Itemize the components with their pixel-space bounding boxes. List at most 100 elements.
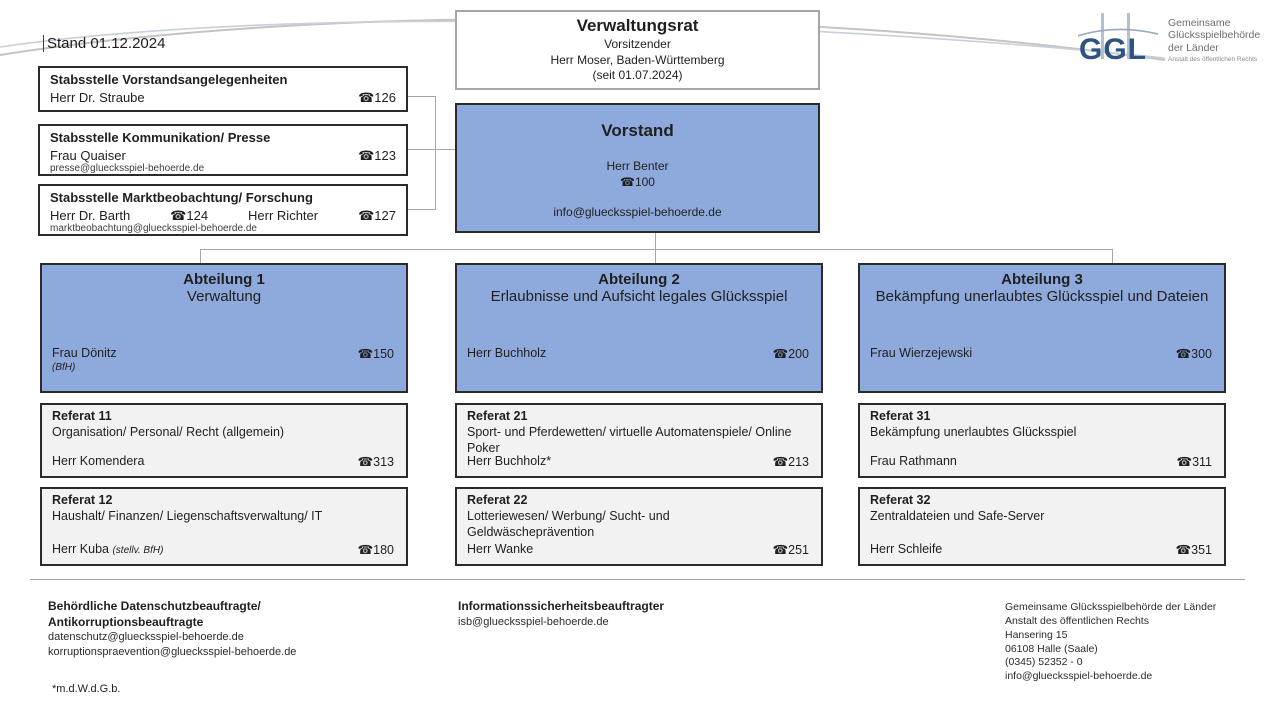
referat-description: Sport- und Pferdewetten/ virtuelle Autom… (467, 425, 792, 455)
referat-phone: ☎311 (1176, 454, 1212, 469)
referat-person: Herr Schleife (870, 542, 943, 556)
logo-name-line: Glücksspielbehörde (1168, 29, 1261, 42)
abteilung-person: Frau Dönitz (52, 346, 117, 360)
verwaltungsrat-box: Verwaltungsrat Vorsitzender Herr Moser, … (455, 10, 820, 90)
phone-number: 127 (374, 208, 396, 223)
abteilung-person: Herr Buchholz (467, 346, 547, 360)
stabsstelle-marktbeobachtung-forschung-box: Stabsstelle Marktbeobachtung/ Forschung … (38, 184, 408, 236)
phone-number: 300 (1191, 347, 1212, 361)
verwaltungsrat-line: Herr Moser, Baden-Württemberg (550, 52, 725, 67)
stabsstelle-person: Herr Dr. Straube (50, 90, 145, 105)
referat-phone: ☎213 (773, 454, 809, 469)
phone-number: 200 (788, 347, 809, 361)
abteilung-phone: ☎300 (1176, 346, 1212, 361)
referat-phone: ☎180 (358, 542, 394, 557)
referat-32-box: Referat 32 Zentraldateien und Safe-Serve… (858, 487, 1226, 566)
stabsstelle-phone: ☎123 (358, 148, 396, 164)
address-line: Anstalt des öffentlichen Rechts (1005, 614, 1149, 627)
ggl-logo-text: Gemeinsame Glücksspielbehörde der Länder… (1168, 13, 1260, 65)
abteilung-subtitle: Erlaubnisse und Aufsicht legales Glückss… (490, 288, 788, 305)
phone-number: 351 (1191, 543, 1212, 557)
abteilung-title: Abteilung 2 (598, 271, 680, 288)
vorstand-phone: ☎100 (457, 175, 818, 189)
footer-divider (30, 579, 1245, 580)
referat-title: Referat 11 (52, 409, 112, 423)
referat-description: Organisation/ Personal/ Recht (allgemein… (52, 425, 285, 439)
referat-person: Herr Wanke (467, 542, 534, 556)
referat-phone: ☎313 (358, 454, 394, 469)
referat-phone: ☎251 (773, 542, 809, 557)
phone-icon: ☎ (772, 455, 789, 469)
stabsstelle-phone: ☎124 (170, 208, 208, 224)
phone-icon: ☎ (358, 148, 375, 163)
referat-description: Zentraldateien und Safe-Server (870, 509, 1045, 523)
abteilung-person: Frau Wierzejewski (870, 346, 973, 360)
phone-icon: ☎ (357, 455, 374, 469)
phone-icon: ☎ (1175, 543, 1192, 557)
referat-title: Referat 32 (870, 493, 931, 507)
verwaltungsrat-line: (seit 01.07.2024) (592, 68, 683, 83)
phone-number: 311 (1192, 455, 1212, 469)
phone-icon: ☎ (357, 347, 374, 361)
isb-title: Informationssicherheitsbeauftragter (458, 599, 665, 613)
referat-person: Herr Buchholz* (467, 454, 552, 468)
stabsstelle-vorstandsangelegenheiten-box: Stabsstelle Vorstandsangelegenheiten Her… (38, 66, 408, 112)
abteilung-phone: ☎150 (358, 346, 394, 361)
stabsstelle-person: Frau Quaiser (50, 148, 126, 163)
text-cursor (43, 35, 44, 52)
phone-icon: ☎ (1176, 455, 1193, 469)
datenschutz-email: datenschutz@gluecksspiel-behoerde.de (48, 631, 244, 644)
abteilung-note: (BfH) (52, 362, 76, 373)
connector-stab1 (408, 96, 435, 97)
referat-person: Herr Kuba (stellv. BfH) (52, 542, 163, 557)
datenschutz-title: Antikorruptionsbeauftragte (48, 614, 204, 629)
connector-abt3-drop (1112, 249, 1113, 263)
stabsstelle-person: Herr Richter (248, 208, 319, 223)
phone-icon: ☎ (772, 543, 789, 557)
vorstand-phone-number: 100 (634, 175, 655, 189)
referat-title: Referat 31 (870, 409, 931, 423)
abteilung-title: Abteilung 1 (183, 271, 265, 288)
logo-name-line: der Länder (1168, 41, 1219, 54)
phone-number: 213 (788, 455, 809, 469)
address-line: (0345) 52352 - 0 (1005, 656, 1083, 669)
connector-stab-spine (435, 96, 436, 210)
ggl-logo-acronym: GGL (1079, 33, 1147, 65)
stabsstelle-phone: ☎127 (358, 208, 396, 224)
referat-person: Frau Rathmann (870, 454, 957, 468)
address-line: Hansering 15 (1005, 628, 1068, 641)
referat-description: Lotteriewesen/ Werbung/ Sucht- und Geldw… (467, 509, 670, 539)
stabsstelle-kommunikation-presse-box: Stabsstelle Kommunikation/ Presse Frau Q… (38, 124, 408, 176)
footer-isb-block: Informationssicherheitsbeauftragter isb@… (458, 599, 664, 629)
vorstand-email: info@gluecksspiel-behoerde.de (553, 205, 722, 219)
vorstand-title: Vorstand (601, 121, 674, 140)
abteilung-2-box: Abteilung 2 Erlaubnisse und Aufsicht leg… (455, 263, 823, 393)
logo-name-line: Gemeinsame (1168, 17, 1231, 29)
address-line: Gemeinsame Glücksspielbehörde der Länder (1005, 601, 1217, 613)
referat-title: Referat 21 (467, 409, 528, 423)
verwaltungsrat-title: Verwaltungsrat (576, 16, 699, 35)
phone-icon: ☎ (358, 90, 375, 105)
vorstand-box: Vorstand Herr Benter ☎100 info@glueckssp… (455, 103, 820, 233)
referat-22-box: Referat 22 Lotteriewesen/ Werbung/ Sucht… (455, 487, 823, 566)
connector-abt1-drop (200, 249, 201, 263)
phone-icon: ☎ (358, 208, 375, 223)
phone-number: 126 (374, 90, 396, 105)
phone-number: 180 (373, 543, 394, 557)
connector-stab3 (408, 209, 435, 210)
datenschutz-title: Behördliche Datenschutzbeauftragte/ (48, 599, 261, 613)
referat-title: Referat 12 (52, 493, 113, 507)
referat-person: Herr Komendera (52, 454, 145, 468)
phone-number: 150 (373, 347, 394, 361)
logo-subtitle: Anstalt des öffentlichen Rechts (1168, 56, 1258, 64)
footer-datenschutz-block: Behördliche Datenschutzbeauftragte/ Anti… (48, 599, 296, 660)
isb-email: isb@gluecksspiel-behoerde.de (458, 615, 609, 628)
phone-number: 124 (186, 208, 209, 223)
abteilung-1-box: Abteilung 1 Verwaltung Frau Dönitz ☎150 … (40, 263, 408, 393)
referat-description: Bekämpfung unerlaubtes Glücksspiel (870, 425, 1077, 439)
stabsstelle-title: Stabsstelle Vorstandsangelegenheiten (50, 72, 288, 87)
connector-vorstand-down (655, 233, 656, 263)
stand-date: Stand 01.12.2024 (47, 35, 166, 52)
referat-31-box: Referat 31 Bekämpfung unerlaubtes Glücks… (858, 403, 1226, 478)
